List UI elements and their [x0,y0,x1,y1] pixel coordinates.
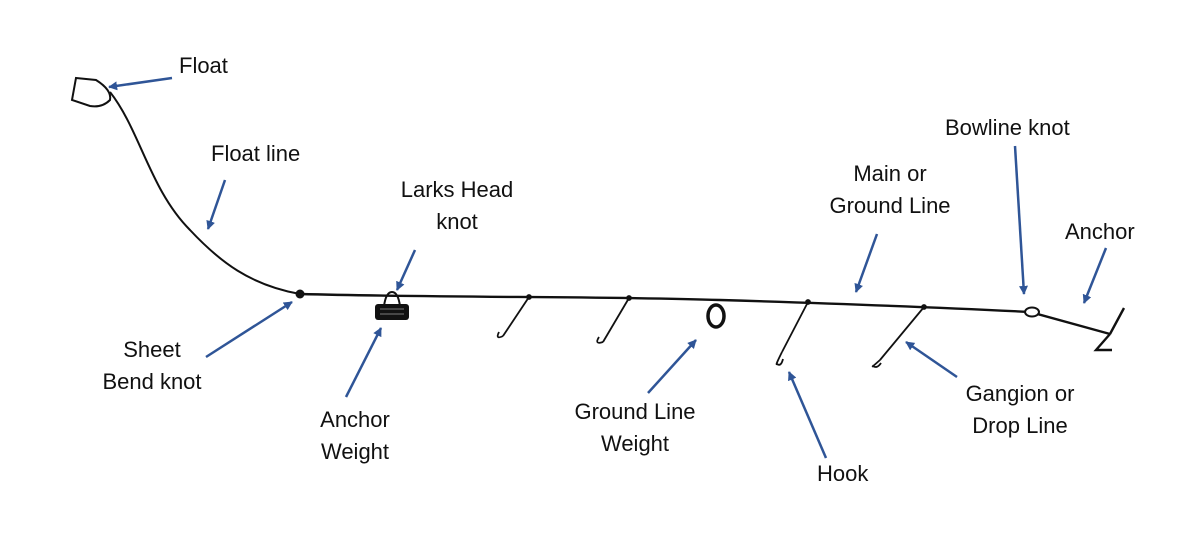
anchor [1093,307,1126,352]
arrow-main-line [854,233,879,293]
label-hook: Hook [817,461,869,486]
arrow-gangion [905,340,958,379]
anchor-weight [375,304,409,320]
arrow-bowline [1013,145,1029,295]
label-float-line: Float line [211,141,301,166]
gangion-1 [496,294,532,339]
ground-line-weight [706,303,726,329]
arrow-float [108,76,173,91]
gangion-3 [775,299,811,366]
arrow-hook [787,371,828,459]
arrow-anchor [1082,247,1108,304]
arrow-ground-line-weight [647,339,697,394]
gangion-2 [596,295,632,344]
hook [775,351,784,366]
float-buoy [70,76,112,108]
main-ground-line [299,292,1111,336]
bowline-knot [1024,306,1040,318]
arrow-anchor-weight [344,327,383,398]
float-line [109,91,301,295]
label-anchor: Anchor [1065,219,1135,244]
gangion-4 [871,304,927,368]
larks-head-knot [383,290,401,307]
sheet-bend-knot [295,289,305,299]
arrow-sheet-bend [205,300,293,359]
arrow-larks-head [395,249,417,291]
anchor-weight-texture [380,308,404,315]
label-bowline-knot: Bowline knot [945,115,1070,140]
label-float: Float [179,53,228,78]
arrow-float-line [206,179,227,230]
